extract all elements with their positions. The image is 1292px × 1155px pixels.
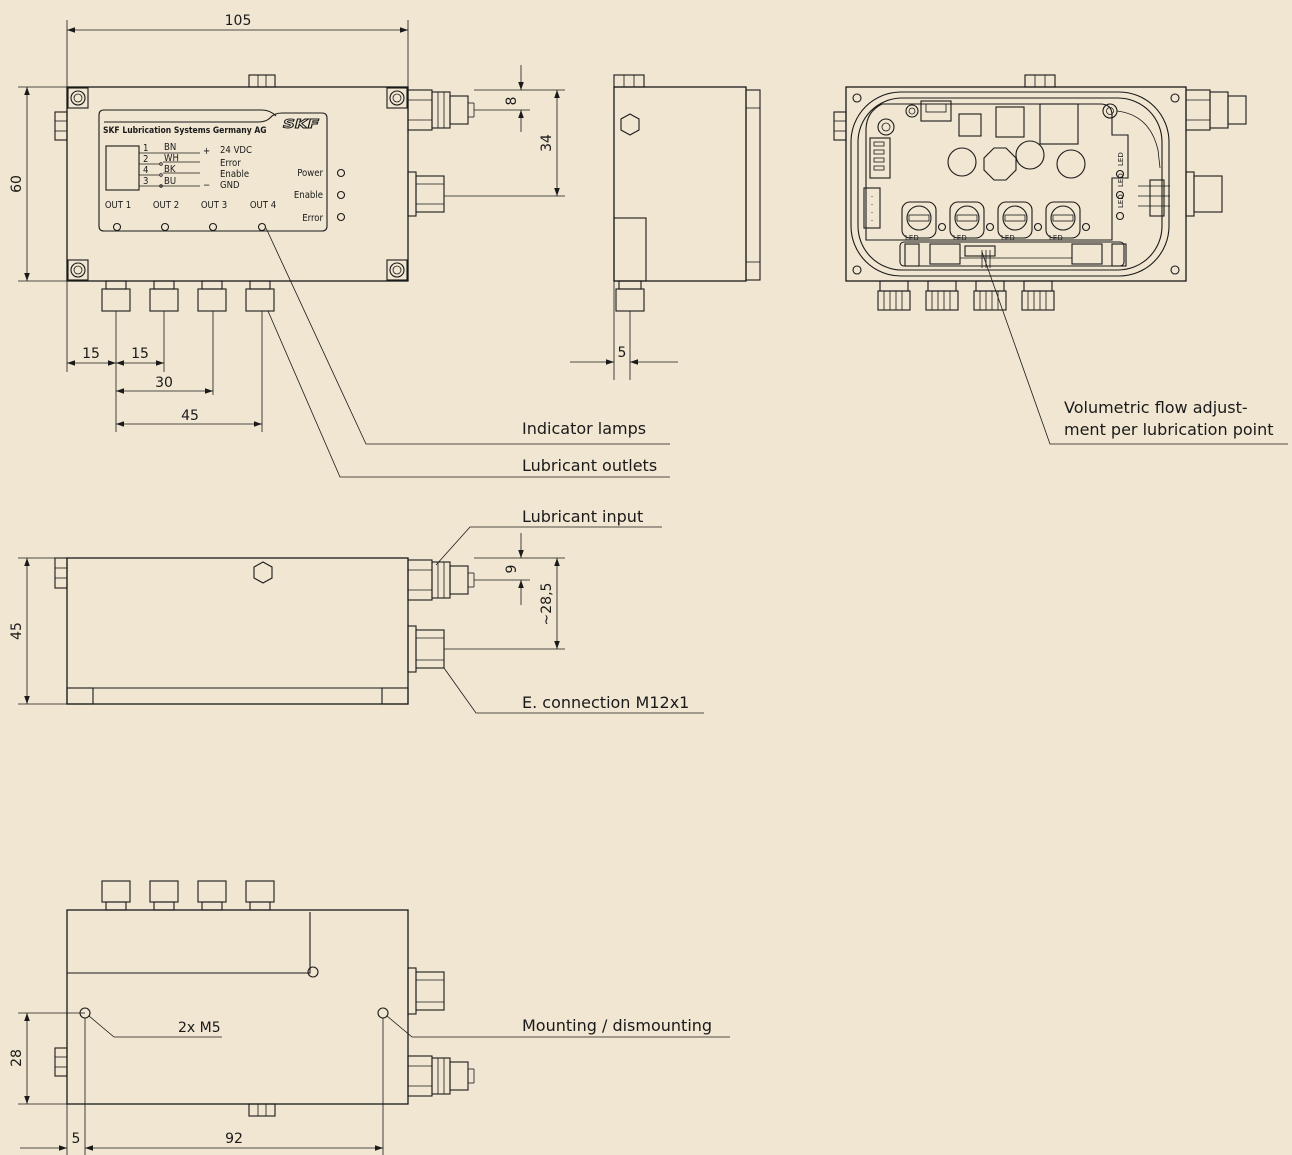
signal-enable: Enable: [220, 169, 249, 180]
indicator-leds: [112, 168, 346, 232]
pin-2: 2: [143, 154, 148, 165]
signal-error: Error: [220, 158, 241, 169]
pin-3: 3: [143, 176, 148, 187]
pcb-led-label-1: LED: [905, 234, 919, 242]
plus-sign: +: [203, 146, 210, 157]
outlet-fittings-front: [101, 280, 275, 312]
out-label-2: OUT 2: [153, 200, 179, 211]
wire-bu: BU: [164, 176, 176, 187]
name-plate: SKF Lubrication Systems Germany AG SKF 1…: [98, 109, 328, 232]
dim-side-5: 5: [618, 345, 627, 361]
dim-mount-28: 28: [9, 1049, 25, 1067]
pcb-view: LED LED LED LED LED LED LED: [833, 74, 1288, 445]
minus-sign: −: [203, 180, 210, 191]
callout-lubricant-input: Lubricant input: [522, 507, 643, 526]
input-fitting-front: [407, 89, 475, 131]
callout-lubricant-outlets: Lubricant outlets: [522, 456, 657, 475]
flow-adjust-potentiometers: [901, 201, 1081, 239]
mounting-view: 28 5 92 2x M5 Mounting / dismounting: [9, 880, 730, 1155]
pcb-led-label-6: LED: [1117, 173, 1125, 187]
callout-m5: 2x M5: [178, 1020, 221, 1036]
dim-out-15a: 15: [82, 346, 100, 362]
pcb-outlet-fittings: [877, 280, 1055, 311]
front-view: SKF Lubrication Systems Germany AG SKF 1…: [9, 13, 670, 478]
pin-4: 4: [143, 165, 148, 176]
dim-mount-92: 92: [225, 1131, 243, 1147]
wire-bk: BK: [164, 164, 176, 175]
dim-out-30: 30: [155, 375, 173, 391]
dim-out-15b: 15: [131, 346, 149, 362]
skf-logo: SKF: [283, 117, 320, 131]
lamp-label-power: Power: [297, 168, 323, 179]
dim-height-60: 60: [9, 175, 25, 193]
corner-screws: [67, 87, 408, 281]
out-label-3: OUT 3: [201, 200, 227, 211]
dim-width-105: 105: [225, 13, 252, 29]
pin-1: 1: [143, 143, 148, 154]
pcb-led-label-7: LED: [1117, 194, 1125, 208]
out-label-1: OUT 1: [105, 200, 131, 211]
dim-port-8: 8: [504, 97, 520, 106]
mounting-hole-right: [377, 1007, 389, 1019]
out-label-4: OUT 4: [250, 200, 276, 211]
dim-input-9: 9: [504, 565, 520, 574]
callout-indicator-lamps: Indicator lamps: [522, 419, 646, 438]
pcb-led-label-2: LED: [953, 234, 967, 242]
callout-flow-line2: ment per lubrication point: [1064, 420, 1274, 439]
signal-gnd: GND: [220, 180, 240, 191]
electrical-connector-front: [407, 171, 445, 217]
pcb-led-label-4: LED: [1049, 234, 1063, 242]
wire-bn: BN: [164, 142, 176, 153]
dim-out-45: 45: [181, 408, 199, 424]
dim-connector-28-5: ~28,5: [539, 583, 555, 626]
side-view: 5: [570, 74, 761, 380]
callout-mounting: Mounting / dismounting: [522, 1016, 712, 1035]
pcb-led-label-5: LED: [1117, 152, 1125, 166]
lamp-label-error: Error: [302, 213, 323, 224]
plate-company: SKF Lubrication Systems Germany AG: [103, 126, 267, 136]
signal-24vdc: 24 VDC: [220, 145, 252, 156]
dim-bottom-45: 45: [9, 622, 25, 640]
dim-mount-5: 5: [72, 1131, 81, 1147]
lamp-label-enable: Enable: [294, 190, 323, 201]
callout-e-connection: E. connection M12x1: [522, 693, 689, 712]
bottom-view: 45 9 ~28,5 Lubricant input E. connection…: [9, 507, 704, 714]
callout-flow-line1: Volumetric flow adjust-: [1064, 398, 1248, 417]
dim-connector-34: 34: [539, 134, 555, 152]
wire-wh: WH: [164, 153, 179, 164]
pcb-led-label-3: LED: [1001, 234, 1015, 242]
